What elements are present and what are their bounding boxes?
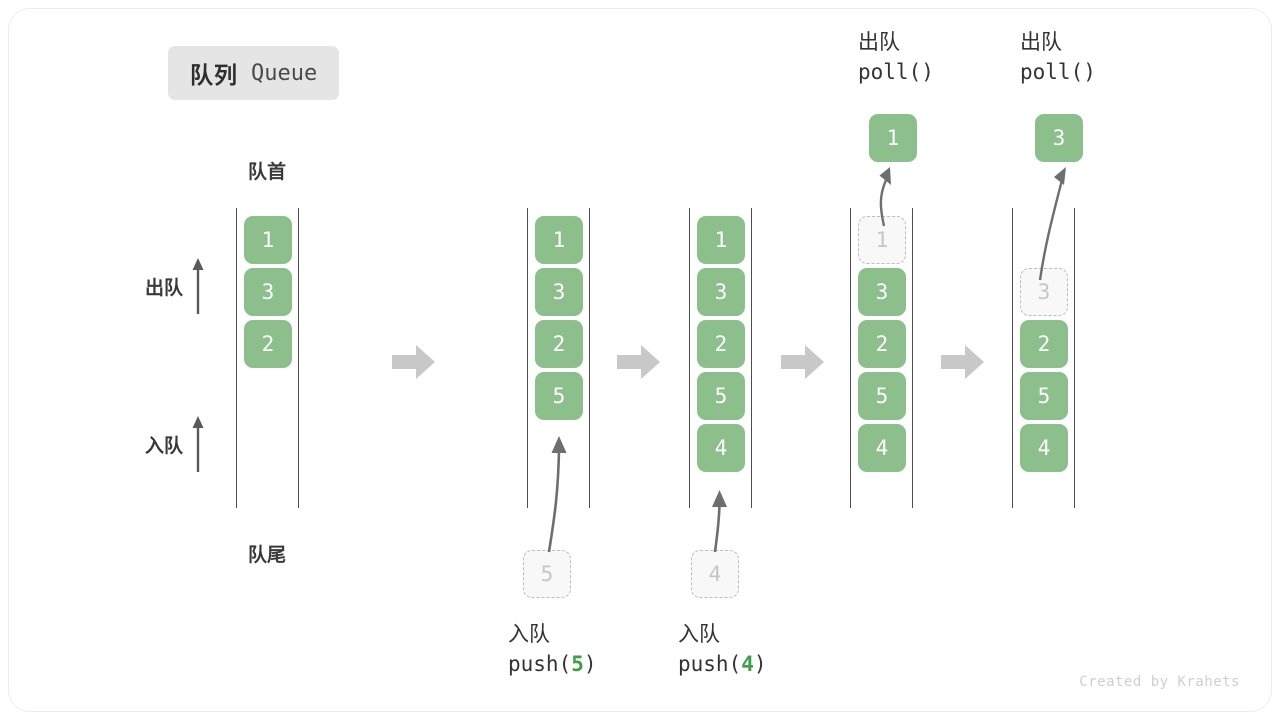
queue-cell: 3: [244, 268, 292, 316]
push-arrow-icon: [547, 436, 567, 553]
queue-cell: 3: [858, 268, 906, 316]
queue-cell: 1: [535, 216, 583, 264]
rail-left: [850, 208, 851, 508]
push-4-caption: 入队 push(4): [678, 620, 868, 680]
poll-arrow-icon: [1038, 167, 1066, 281]
queue-cell: 2: [244, 320, 292, 368]
queue-cell: 1: [244, 216, 292, 264]
queue-slots: 1 3 2 5: [535, 216, 583, 420]
rail-right: [1074, 208, 1075, 508]
side-op-dequeue: 出队: [145, 256, 205, 316]
rail-right: [912, 208, 913, 508]
queue-column-initial: 1 3 2: [236, 208, 300, 508]
queue-head-label: 队首: [247, 161, 286, 183]
push-ghost-cell: 5: [523, 550, 571, 598]
queue-cell: 2: [535, 320, 583, 368]
flow-arrow-icon: [941, 345, 984, 379]
diagram-title-badge: 队列 Queue: [168, 46, 340, 100]
queue-cell: 3: [535, 268, 583, 316]
rail-left: [1012, 208, 1013, 508]
queue-cell: 2: [697, 320, 745, 368]
queue-cell-popped: 3: [1020, 268, 1068, 316]
flow-arrow-icon: [392, 345, 435, 379]
caption-line-2: poll(): [858, 59, 934, 84]
queue-slots: 1 3 2 5 4: [697, 216, 745, 472]
queue-cell: 1: [697, 216, 745, 264]
title-english: Queue: [251, 60, 318, 86]
up-arrow-icon: [192, 258, 204, 314]
credit-text: Created by Krahets: [1079, 674, 1240, 690]
caption-line-1: 出队: [858, 30, 900, 54]
push-arrow-icon: [712, 490, 727, 553]
queue-slots: 1 3 2 5 4: [858, 216, 906, 472]
queue-slots: 3 2 5 4: [1020, 216, 1068, 472]
queue-column-after-poll-3: 3 2 5 4: [1012, 208, 1076, 508]
caption-line-2: push(4): [678, 651, 767, 676]
queue-cell: 2: [1020, 320, 1068, 368]
queue-column-after-poll-1: 1 3 2 5 4: [850, 208, 914, 508]
side-op-enqueue: 入队: [145, 414, 205, 474]
queue-cell: 4: [697, 424, 745, 472]
push-5-caption: 入队 push(5): [508, 620, 698, 680]
queue-slots: 1 3 2: [244, 216, 292, 368]
side-op-dequeue-label: 出队: [145, 276, 184, 299]
queue-cell: 5: [697, 372, 745, 420]
rail-right: [589, 208, 590, 508]
rail-left: [236, 208, 237, 508]
rail-right: [298, 208, 299, 508]
queue-cell: 4: [1020, 424, 1068, 472]
poll-arrow-icon: [879, 167, 891, 227]
queue-column-after-push-4: 1 3 2 5 4: [689, 208, 753, 508]
side-op-enqueue-label: 入队: [145, 434, 184, 457]
queue-cell: 3: [697, 268, 745, 316]
title-chinese: 队列: [190, 63, 238, 89]
rail-right: [751, 208, 752, 508]
poll-3-caption: 出队 poll(): [1020, 28, 1210, 88]
queue-cell: 5: [535, 372, 583, 420]
queue-cell: 2: [858, 320, 906, 368]
push-ghost-cell: 4: [691, 550, 739, 598]
caption-line-1: 入队: [678, 622, 720, 646]
queue-tail-label: 队尾: [247, 544, 286, 566]
queue-cell: 5: [858, 372, 906, 420]
queue-column-after-push-5: 1 3 2 5: [527, 208, 591, 508]
rail-left: [527, 208, 528, 508]
queue-cell: 4: [858, 424, 906, 472]
polled-cell: 1: [869, 114, 917, 162]
caption-line-1: 入队: [508, 622, 550, 646]
caption-line-1: 出队: [1020, 30, 1062, 54]
up-arrow-icon: [192, 416, 204, 472]
caption-line-2: push(5): [508, 651, 597, 676]
polled-cell: 3: [1035, 114, 1083, 162]
poll-1-caption: 出队 poll(): [858, 28, 1048, 88]
flow-arrow-icon: [781, 345, 824, 379]
caption-line-2: poll(): [1020, 59, 1096, 84]
flow-arrow-icon: [617, 345, 660, 379]
rail-left: [689, 208, 690, 508]
queue-cell: 5: [1020, 372, 1068, 420]
